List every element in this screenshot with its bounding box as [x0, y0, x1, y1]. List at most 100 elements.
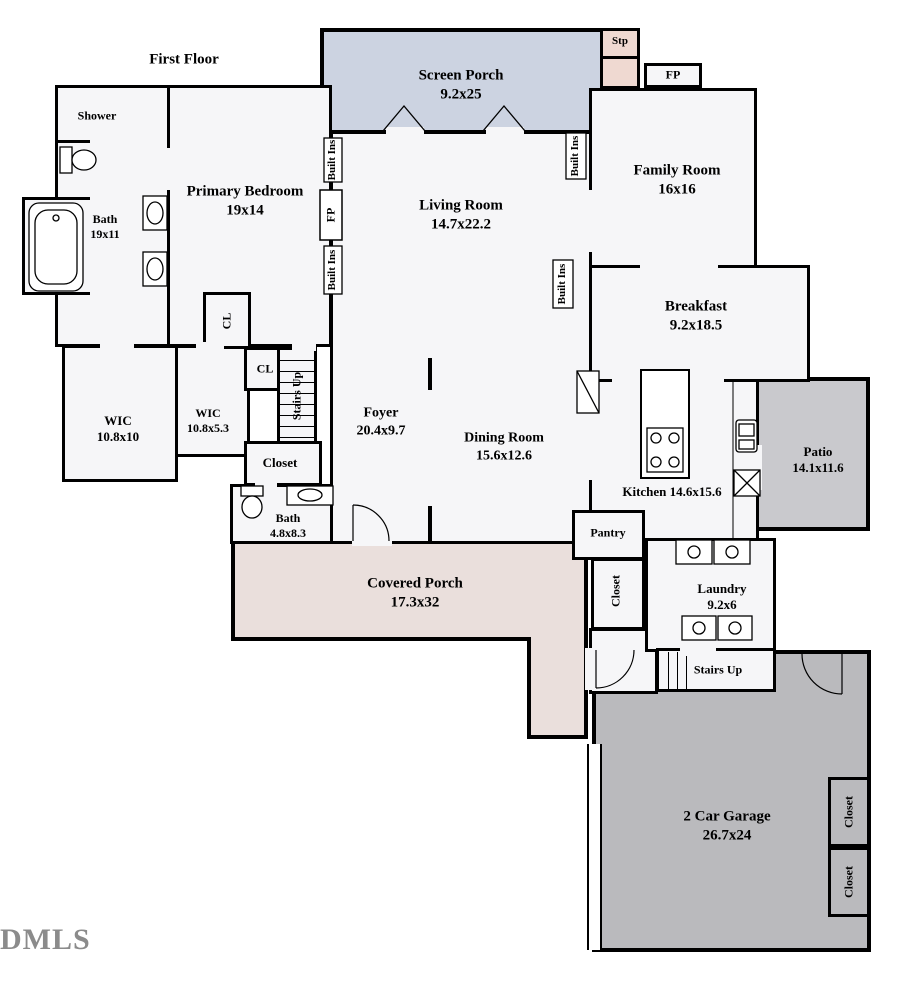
room-dims-text: 9.2x6	[707, 597, 737, 612]
room-name-text: Patio	[803, 443, 833, 459]
tall-cabinet-icon	[576, 370, 600, 414]
label-closet-kitchen: Closet	[608, 575, 623, 607]
room-label-covered-porch: Covered Porch 17.3x32	[367, 574, 463, 612]
closet-kitchen	[591, 558, 645, 630]
room-label-screen-porch: Screen Porch 9.2x25	[419, 66, 504, 104]
door-opening	[352, 537, 392, 546]
room-dims-text: 10.8x10	[96, 429, 140, 444]
room-label-dining: Dining Room 15.6x12.6	[464, 430, 544, 465]
step-divider	[600, 56, 640, 59]
room-label-wic-1: WIC 10.8x10	[97, 413, 139, 446]
room-label-wic-2: WIC 10.8x5.3	[187, 406, 229, 436]
room-label-breakfast: Breakfast 9.2x18.5	[665, 297, 727, 335]
plan-title: First Floor	[149, 51, 219, 68]
washer-dryer-icon	[675, 539, 753, 641]
door-opening	[754, 445, 762, 490]
room-dims-text: 19x14	[226, 202, 264, 218]
room-name-text: WIC	[195, 406, 221, 420]
room-label-shower: Shower	[77, 108, 117, 123]
label-built-ins: Built Ins	[326, 249, 339, 291]
garage-closet-1	[828, 777, 871, 847]
door-opening	[196, 342, 224, 350]
door-opening	[255, 483, 277, 491]
room-label-pantry: Pantry	[590, 525, 626, 540]
room-name-text: Laundry	[697, 580, 747, 596]
room-dims-text: 9.2x18.5	[669, 317, 723, 333]
room-label-patio: Patio 14.1x11.6	[792, 444, 843, 477]
room-label-kitchen: Kitchen 14.6x15.6	[622, 483, 722, 499]
room-label-living: Living Room 14.7x22.2	[419, 196, 503, 234]
room-label-garage: 2 Car Garage 26.7x24	[683, 807, 770, 845]
door-opening	[585, 648, 593, 690]
room-dims-text: 16x16	[658, 181, 696, 197]
room-label-family: Family Room 16x16	[633, 161, 720, 199]
label-built-ins: Built Ins	[326, 139, 339, 181]
room-name-text: Screen Porch	[418, 67, 504, 84]
room-label-stp: Stp	[612, 35, 628, 48]
room-dims-text: 15.6x12.6	[475, 448, 532, 463]
vanity-sink-icon	[286, 485, 334, 506]
room-label-bath-2: Bath 4.8x8.3	[270, 511, 306, 541]
watermark: DMLS	[0, 923, 91, 956]
closet-cl-1	[203, 292, 251, 349]
room-name-text: Breakfast	[664, 298, 728, 315]
door-opening	[640, 262, 718, 270]
porch-door-swing-icon	[382, 104, 526, 132]
label-stairs-rear: Stairs Up	[693, 662, 743, 677]
fireplace-family-box	[644, 63, 702, 88]
room-name-text: Foyer	[363, 405, 399, 421]
label-fp-family: FP	[665, 67, 681, 82]
built-in-cabinet	[565, 132, 587, 180]
built-in-cabinet	[323, 245, 343, 295]
garage-closet-2	[828, 847, 871, 917]
room-name-text: Bath	[92, 212, 118, 226]
room-name-text: 2 Car Garage	[683, 808, 771, 825]
porch-corner-patch	[531, 630, 584, 645]
door-opening	[386, 127, 424, 136]
label-garage-closet-2: Closet	[841, 866, 856, 898]
door-opening	[165, 148, 173, 190]
room-name-text: Primary Bedroom	[186, 183, 304, 200]
wall-segment	[55, 140, 90, 143]
room-garage	[592, 650, 871, 952]
kitchen-island-stove-icon	[640, 369, 690, 479]
fireplace-living-box	[319, 189, 343, 241]
room-label-bath-primary: Bath 19x11	[90, 212, 119, 242]
door-opening	[100, 342, 134, 350]
room-dims-text: 14.7x22.2	[430, 216, 491, 232]
label-built-ins: Built Ins	[556, 263, 569, 305]
door-opening	[292, 343, 316, 351]
label-fp-living: FP	[323, 207, 338, 223]
garage-door	[587, 744, 602, 950]
room-name-text: Living Room	[419, 197, 503, 214]
label-cl-2: CL	[256, 361, 274, 376]
room-name-text: Dining Room	[464, 430, 544, 446]
wall-segment	[428, 506, 432, 542]
door-opening	[586, 402, 595, 480]
label-garage-closet-1: Closet	[841, 796, 856, 828]
vanity-sink-icon	[142, 195, 168, 231]
room-dims-text: 19x11	[90, 227, 120, 241]
room-label-laundry: Laundry 9.2x6	[697, 581, 746, 614]
room-covered-porch	[231, 539, 588, 641]
closet-hall	[244, 441, 322, 486]
room-living-dining-foyer	[330, 131, 592, 544]
wall-segment	[428, 358, 432, 390]
door-opening	[680, 648, 716, 656]
room-dims-text: 10.8x5.3	[187, 421, 229, 435]
door-opening	[586, 190, 595, 252]
door-arc-icon	[352, 504, 843, 695]
built-in-cabinet	[552, 259, 574, 309]
room-name-text: Family Room	[633, 162, 721, 179]
built-in-cabinet	[323, 137, 343, 183]
label-cl-1: CL	[219, 312, 234, 330]
room-dims-text: 20.4x9.7	[356, 423, 406, 438]
label-closet-hall: Closet	[262, 454, 298, 470]
kitchen-counter-icon	[732, 382, 761, 538]
room-dims-text: 26.7x24	[702, 827, 752, 843]
toilet-icon	[240, 485, 264, 519]
room-name-text: Bath	[275, 511, 301, 525]
label-built-ins: Built Ins	[569, 135, 582, 177]
